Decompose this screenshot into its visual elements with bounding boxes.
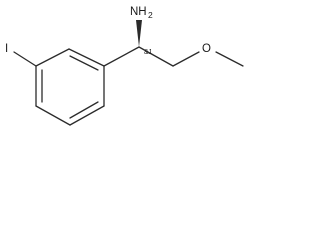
ring-bond-c3-c4: [69, 105, 105, 126]
molecule-structure: I NH 2 &1 O: [5, 6, 244, 126]
ring-bond-c4-c5: [35, 105, 71, 126]
atom-label-iodine: I: [5, 43, 8, 55]
bond-c-iodine: [13, 51, 37, 67]
bond-ch2-oxygen: [172, 51, 200, 67]
benzene-ring: [35, 48, 105, 126]
bond-ring-chiral-c: [103, 46, 140, 67]
bond-oxygen-methyl: [215, 51, 244, 67]
stereo-wedge-bond: [136, 20, 142, 47]
ring-double-bond-inner-2: [69, 101, 99, 119]
stereo-label: &1: [144, 49, 153, 56]
ring-double-bond-inner-1: [69, 55, 99, 71]
ring-bond-c1-c2: [68, 48, 105, 67]
atom-label-amine-subscript: 2: [148, 10, 153, 20]
atom-label-oxygen: O: [202, 43, 211, 55]
atom-label-amine: NH: [130, 6, 147, 18]
ring-bond-c6-c1: [35, 48, 70, 67]
bond-chiral-c-ch2: [138, 46, 174, 67]
